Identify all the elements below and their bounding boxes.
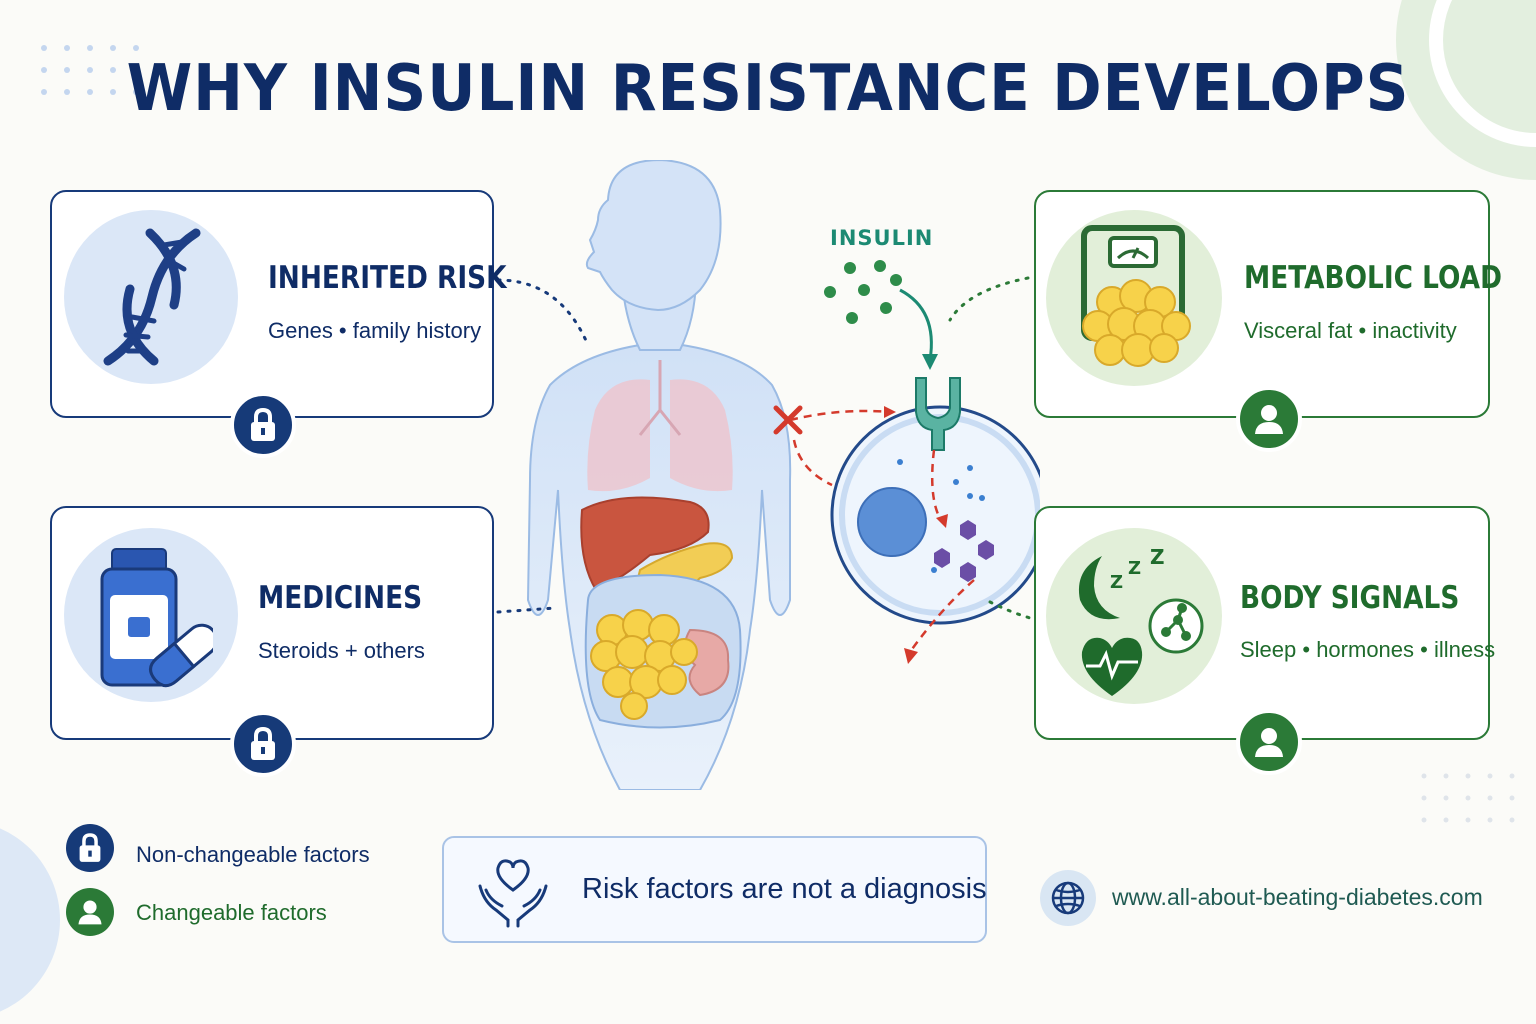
scale-fat-icon	[1081, 225, 1191, 367]
factor-subtitle-metabolic-load: Visceral fat • inactivity	[1244, 318, 1457, 343]
page-title: WHY INSULIN RESISTANCE DEVELOPS	[126, 52, 1410, 126]
heart-hands-icon	[478, 859, 548, 928]
svg-text:Z: Z	[1110, 572, 1123, 593]
human-body-illustration	[526, 160, 792, 790]
lock-icon	[230, 392, 296, 458]
website-link[interactable]: www.all-about-beating-diabetes.com	[1112, 884, 1483, 910]
svg-text:Z: Z	[1150, 545, 1165, 569]
legend-person-icon	[66, 888, 114, 936]
dna-icon	[103, 228, 201, 366]
disclaimer-box	[442, 836, 987, 943]
factor-title-inherited-risk: INHERITED RISK	[268, 260, 507, 296]
legend-lock-icon	[66, 824, 114, 872]
factor-title-metabolic-load: METABOLIC LOAD	[1244, 260, 1502, 296]
person-icon	[1236, 386, 1302, 452]
factor-subtitle-inherited-risk: Genes • family history	[268, 318, 482, 343]
insulin-cell-diagram	[773, 260, 1040, 664]
legend-label-changeable: Changeable factors	[136, 900, 327, 925]
medicine-bottle-icon	[100, 548, 213, 688]
svg-text:Z: Z	[1128, 558, 1141, 579]
factor-subtitle-body-signals: Sleep • hormones • illness	[1240, 637, 1496, 662]
factor-title-medicines: MEDICINES	[258, 580, 423, 616]
globe-icon	[1051, 881, 1085, 915]
factor-subtitle-medicines: Steroids + others	[258, 638, 425, 663]
person-icon	[1236, 709, 1302, 775]
legend-label-non-changeable: Non-changeable factors	[136, 842, 370, 867]
sleep-heart-molecule-icon: Z Z Z	[1078, 545, 1204, 696]
factor-title-body-signals: BODY SIGNALS	[1240, 580, 1460, 616]
disclaimer-text: Risk factors are not a diagnosis	[582, 873, 987, 905]
insulin-label: INSULIN	[830, 226, 934, 250]
lock-icon	[230, 711, 296, 777]
